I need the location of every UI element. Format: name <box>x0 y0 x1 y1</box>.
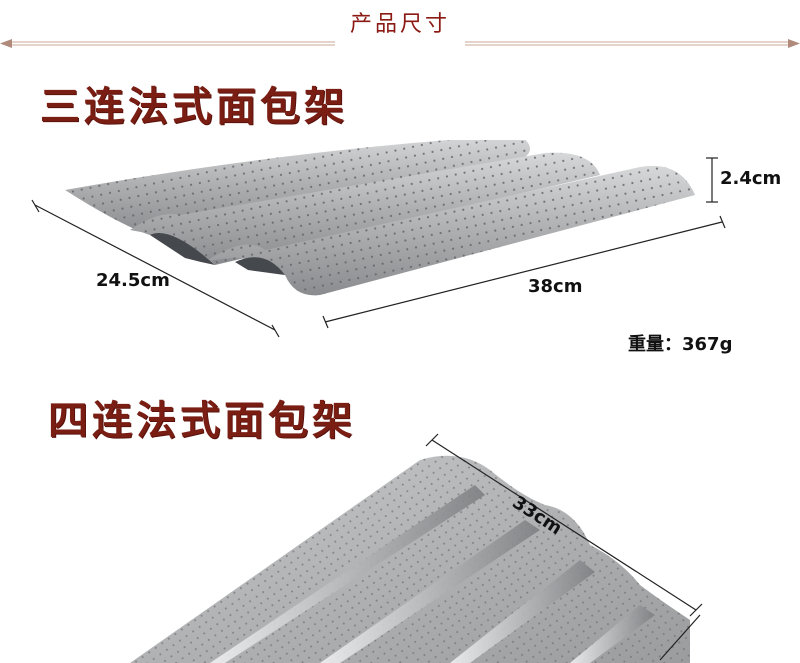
tray3-length-label: 38cm <box>528 276 583 297</box>
tray3-title: 三连法式面包架 <box>40 84 348 130</box>
tray3-height-label: 2.4cm <box>720 168 782 189</box>
tray4-title: 四连法式面包架 <box>48 398 356 444</box>
weight-label: 重量： <box>628 334 682 355</box>
header-title: 产品尺寸 <box>349 12 450 37</box>
tray3-width-label: 24.5cm <box>96 270 170 291</box>
section-header: 产品尺寸 <box>0 0 800 62</box>
tray3-weight: 重量：367g <box>628 330 732 356</box>
header-divider <box>0 39 800 48</box>
tray3-photo <box>31 140 726 338</box>
tray4-photo <box>130 433 703 663</box>
weight-value: 367g <box>682 334 733 355</box>
